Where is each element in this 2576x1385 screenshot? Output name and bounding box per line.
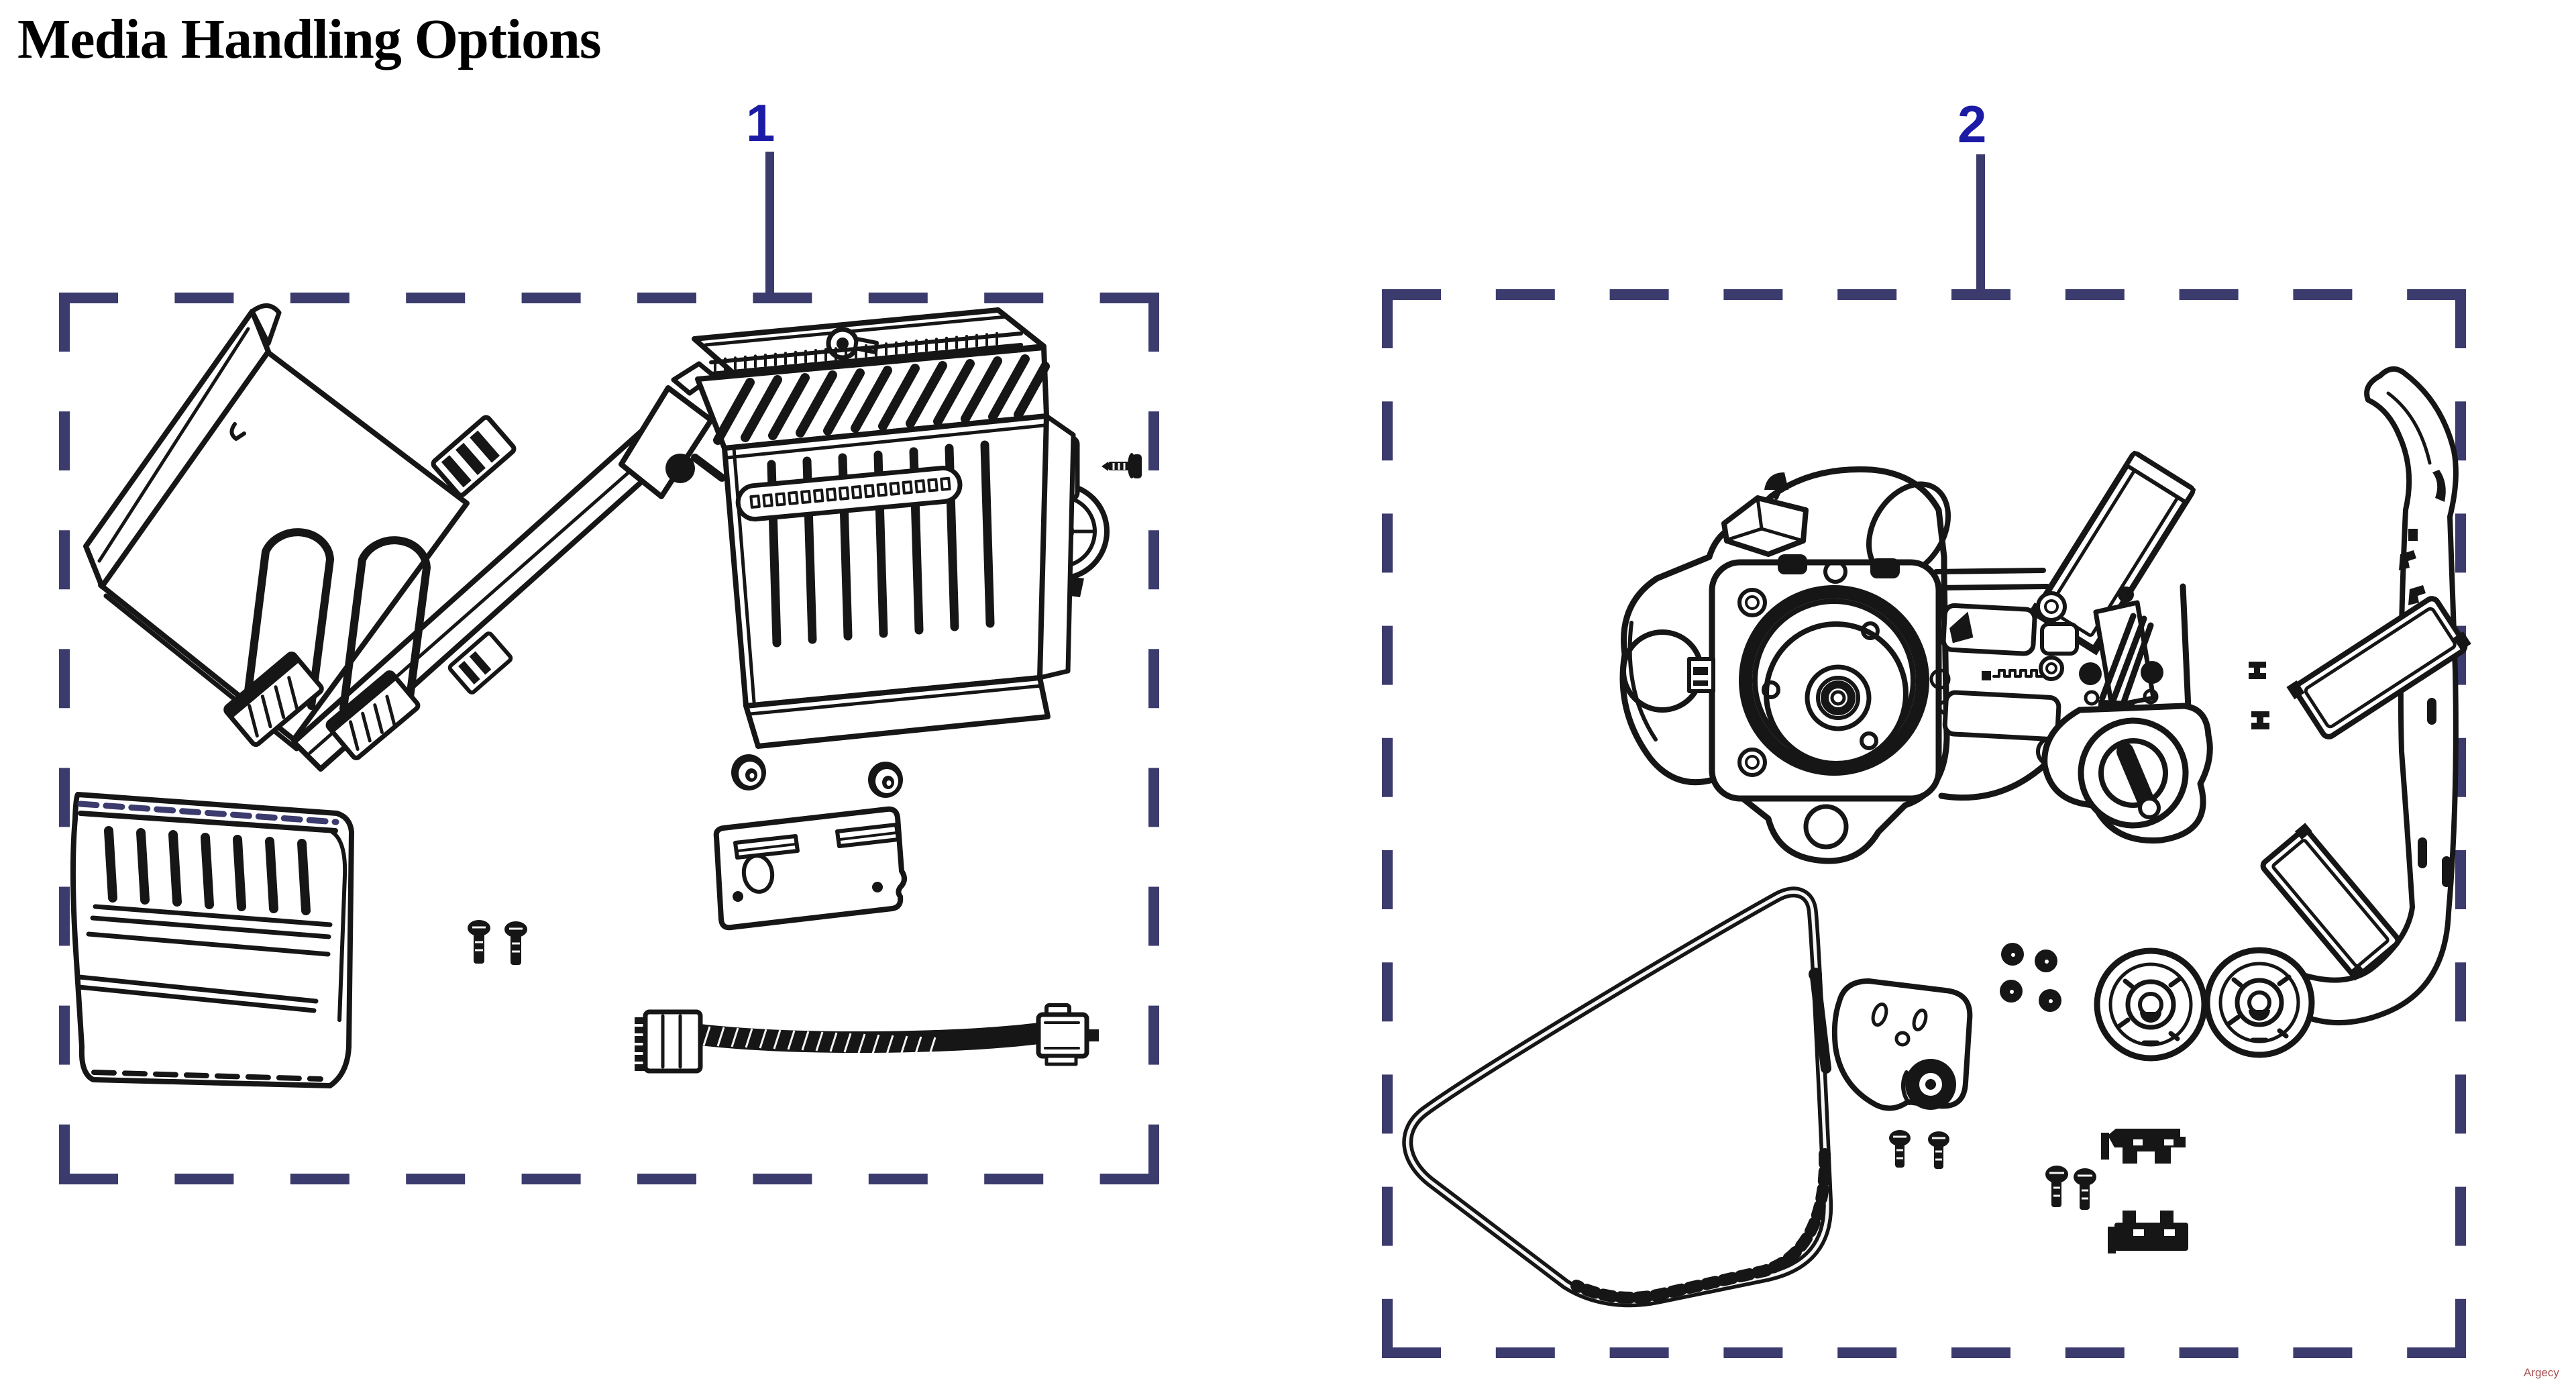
pan-head-screw: [468, 920, 490, 964]
rubber-grommet: [2000, 980, 2023, 1003]
cutter-mounting-screw: [1102, 453, 1142, 478]
callout-number-1: 1: [746, 93, 775, 152]
cutter-module: [692, 307, 1110, 749]
rubber-grommet: [2035, 950, 2057, 972]
media-guide-cover: [2260, 366, 2471, 1026]
dashed-box-1: [59, 293, 1159, 1184]
callout-2-leader-line: [1976, 154, 1985, 295]
mounting-screw: [1928, 1131, 1949, 1169]
media-mount-bracket: [83, 303, 726, 772]
media-clip-bracket: [2101, 1129, 2186, 1164]
tension-bracket-with-roller: [1809, 968, 1973, 1111]
page-title: Media Handling Options: [17, 8, 602, 70]
idler-pulley: [2094, 947, 2208, 1062]
rubber-grommet: [2001, 943, 2024, 966]
rewind-drive-assembly: [1619, 450, 2213, 864]
dashed-box-2: [1382, 289, 2466, 1358]
rubber-grommet: [2039, 989, 2061, 1012]
catch-tray: [70, 792, 354, 1088]
callout-number-2: 2: [1957, 95, 1987, 154]
rubber-grommet: [731, 754, 766, 790]
callout-1-leader-line: [765, 152, 774, 299]
mounting-screw: [2074, 1168, 2096, 1210]
mounting-screw: [1889, 1130, 1911, 1168]
retainer-clip: [2251, 711, 2269, 729]
rubber-grommet: [868, 762, 903, 798]
idler-pulley: [2204, 947, 2315, 1058]
drive-belt: [1402, 886, 1833, 1308]
watermark: Argecy: [2524, 1366, 2559, 1379]
pan-head-screw: [504, 921, 527, 965]
mounting-screw: [2045, 1166, 2068, 1207]
media-clip-bracket: [2108, 1211, 2188, 1253]
retainer-clip: [2249, 662, 2266, 679]
adapter-plate: [713, 806, 907, 931]
cutter-data-cable: [635, 1003, 1099, 1074]
